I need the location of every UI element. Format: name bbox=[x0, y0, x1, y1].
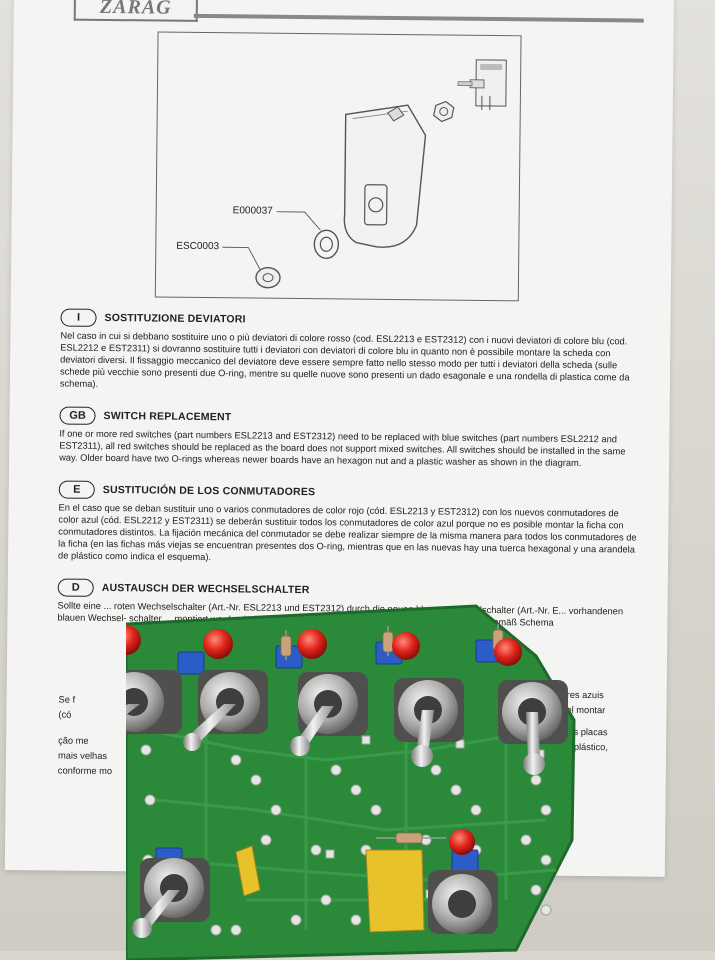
section-title: AUSTAUSCH DER WECHSELSCHALTER bbox=[102, 582, 310, 596]
lang-badge-d: D bbox=[58, 578, 94, 596]
section-title: SWITCH REPLACEMENT bbox=[103, 410, 231, 423]
section-text: If one or more red switches (part number… bbox=[59, 427, 639, 469]
section-title: SOSTITUZIONE DEVIATORI bbox=[105, 312, 246, 325]
part-label-e000037: E000037 bbox=[233, 205, 273, 216]
lang-badge-e: E bbox=[59, 480, 95, 498]
lang-badge-gb: GB bbox=[59, 407, 95, 425]
section-text: Nel caso in cui si debbano sostituire un… bbox=[60, 330, 641, 396]
section-italian: I SOSTITUZIONE DEVIATORI Nel caso in cui… bbox=[60, 309, 641, 396]
section-english: GB SWITCH REPLACEMENT If one or more red… bbox=[59, 407, 640, 470]
circuit-board bbox=[126, 600, 586, 960]
brand-logo: ZARAG bbox=[74, 0, 198, 22]
section-text: En el caso que se deban sustituir uno o … bbox=[58, 501, 639, 567]
section-spanish: E SUSTITUCIÓN DE LOS CONMUTADORES En el … bbox=[58, 480, 639, 567]
lang-badge-i: I bbox=[60, 309, 96, 327]
pcb-drawing bbox=[126, 600, 586, 960]
switch-diagram: E000037 ESC0003 bbox=[155, 32, 522, 302]
part-label-esc0003: ESC0003 bbox=[176, 241, 219, 252]
header-rule bbox=[194, 14, 644, 23]
section-title: SUSTITUCIÓN DE LOS CONMUTADORES bbox=[103, 484, 316, 498]
diagram-drawing bbox=[156, 33, 521, 301]
